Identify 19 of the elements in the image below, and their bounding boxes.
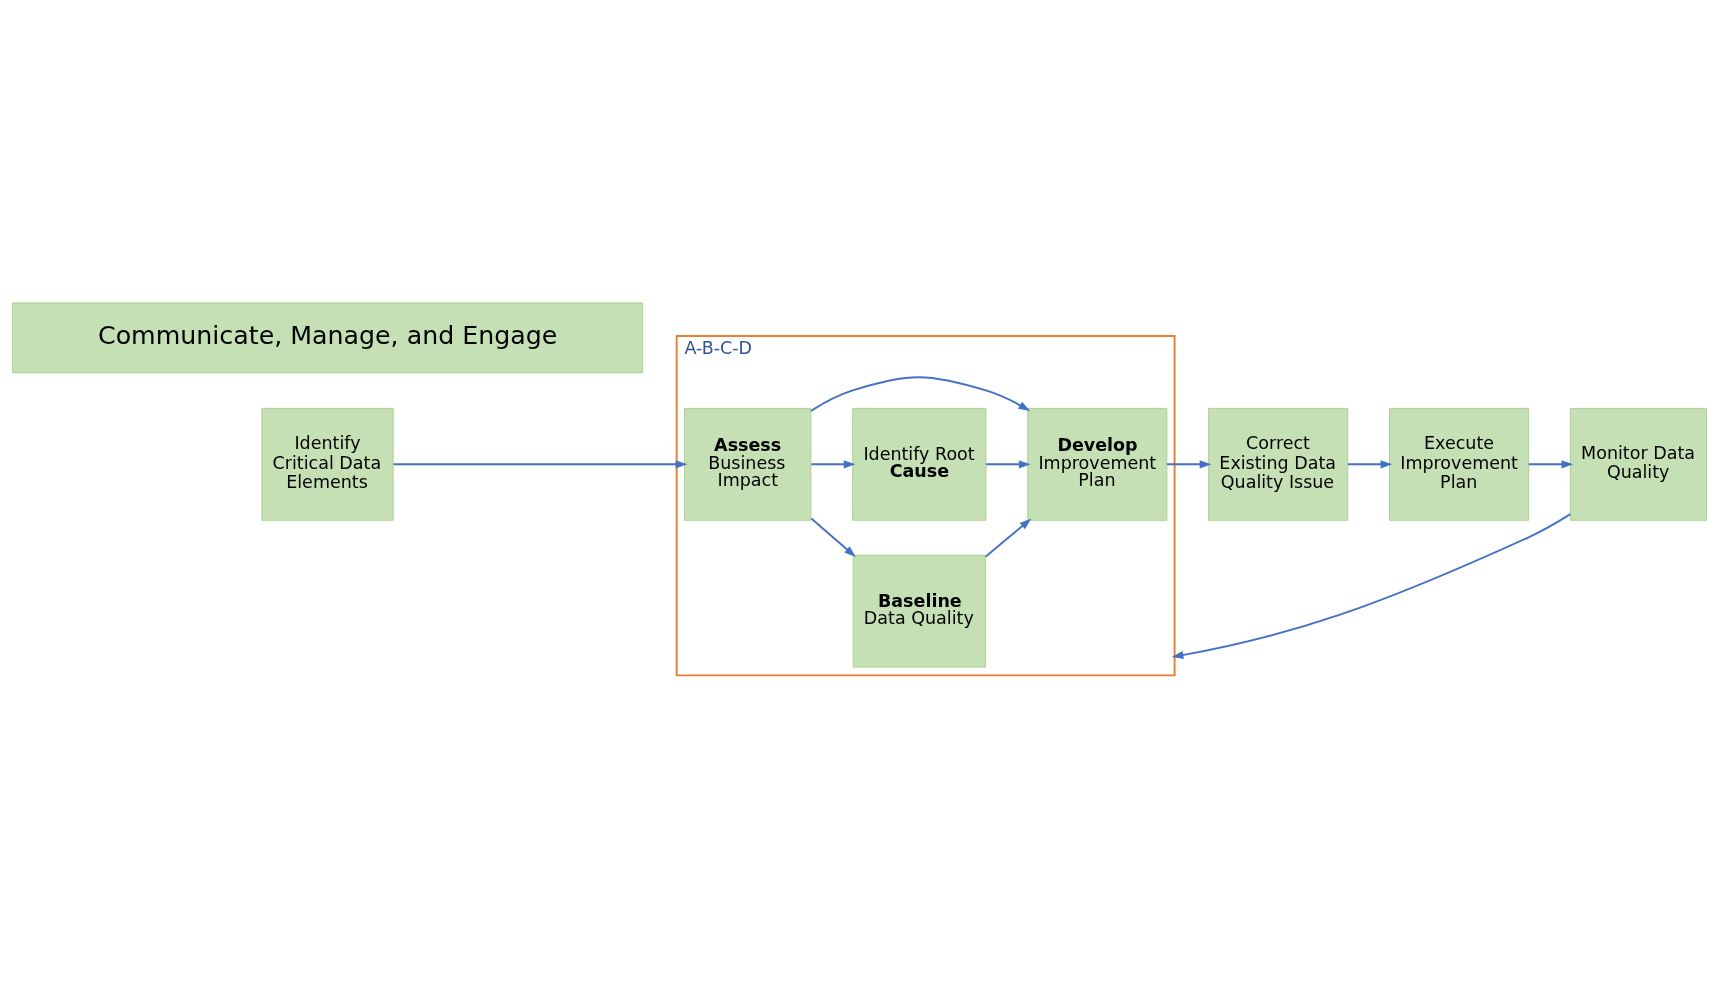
node-box: Correct Existing Data Quality Issue [1208,407,1349,521]
arrow [1346,459,1393,468]
arrow [392,459,688,468]
node-box: Execute Improvement Plan [1389,407,1530,521]
arrow [1165,459,1212,468]
node-box: Identify Root Cause [852,407,987,521]
arrow [1171,512,1572,659]
arrow [810,375,1031,412]
node-box: Monitor Data Quality [1569,407,1708,521]
node-box: Baseline Data Quality [852,554,986,668]
node-box: Identify Critical Data Elements [261,407,394,521]
arrow [984,518,1032,558]
node-box: Develop Improvement Plan [1027,407,1168,521]
arrow [810,459,856,468]
arrow [985,459,1031,468]
node-box: Assess Business Impact [683,407,812,521]
arrow [810,517,856,557]
arrow [1527,459,1574,468]
node-box: Communicate, Manage, and Engage [11,301,644,373]
